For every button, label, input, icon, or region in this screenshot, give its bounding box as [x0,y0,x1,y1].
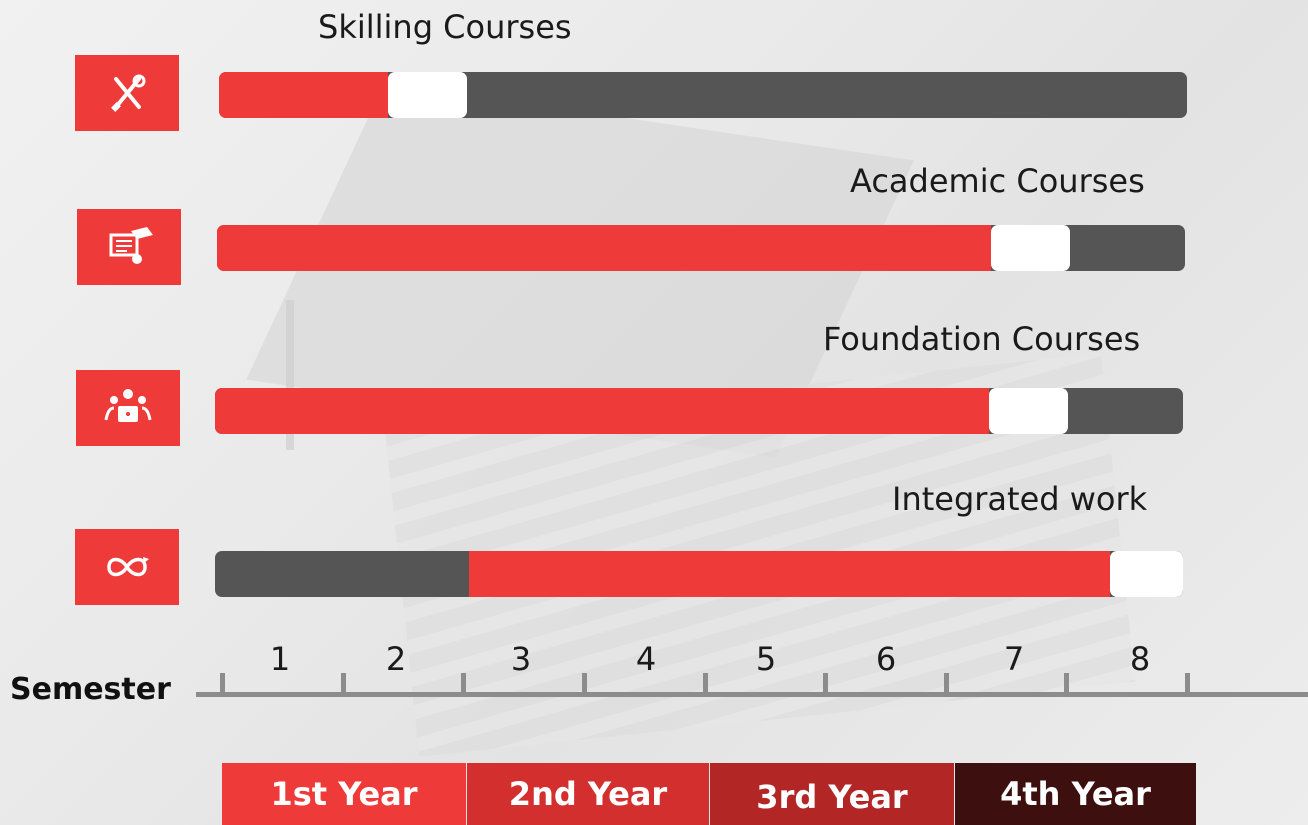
academic-white-segment [991,225,1071,271]
integrated-progress-track [215,551,1183,597]
foundation-red-segment [215,388,990,434]
course-title-academic: Academic Courses [850,162,1145,200]
foundation-white-segment [989,388,1069,434]
semester-axis-line [196,692,1308,697]
integrated-icon-box [75,529,179,605]
axis-tick [944,673,949,695]
axis-tick [582,673,587,695]
semester-axis-label: Semester [10,672,171,707]
academic-progress-track [217,225,1185,271]
foundation-icon-box [76,370,180,446]
course-title-skilling: Skilling Courses [318,8,572,46]
background-tassel [286,300,294,450]
semester-number: 2 [385,640,407,678]
certificate-icon [109,227,153,264]
integrated-white-segment [1110,551,1183,597]
axis-tick [220,673,225,695]
year-box-4th: 4th Year [955,763,1196,825]
skilling-red-segment [219,72,389,118]
group-laptop-icon [104,389,152,422]
skilling-icon-box [75,55,179,131]
year-box-3rd: 3rd Year [710,763,954,825]
axis-tick [1185,673,1190,695]
integrated-red-segment [469,551,1111,597]
semester-number: 4 [635,640,657,678]
semester-number: 7 [1003,640,1025,678]
semester-number: 5 [755,640,777,678]
skilling-white-segment [388,72,468,118]
axis-tick [461,673,466,695]
foundation-progress-track [215,388,1183,434]
semester-number: 3 [510,640,532,678]
axis-tick [703,673,708,695]
academic-red-segment [217,225,992,271]
course-title-foundation: Foundation Courses [823,320,1141,358]
axis-tick [1064,673,1069,695]
semester-number: 1 [269,640,291,678]
academic-icon-box [77,209,181,285]
year-box-1st: 1st Year [222,763,466,825]
axis-tick [341,673,346,695]
course-title-integrated: Integrated work [892,480,1148,518]
axis-tick [823,673,828,695]
year-box-2nd: 2nd Year [467,763,709,825]
skilling-progress-track [219,72,1187,118]
semester-number: 8 [1129,640,1151,678]
infinity-loop-icon [107,557,149,577]
semester-number: 6 [875,640,897,678]
tools-icon [111,74,146,112]
